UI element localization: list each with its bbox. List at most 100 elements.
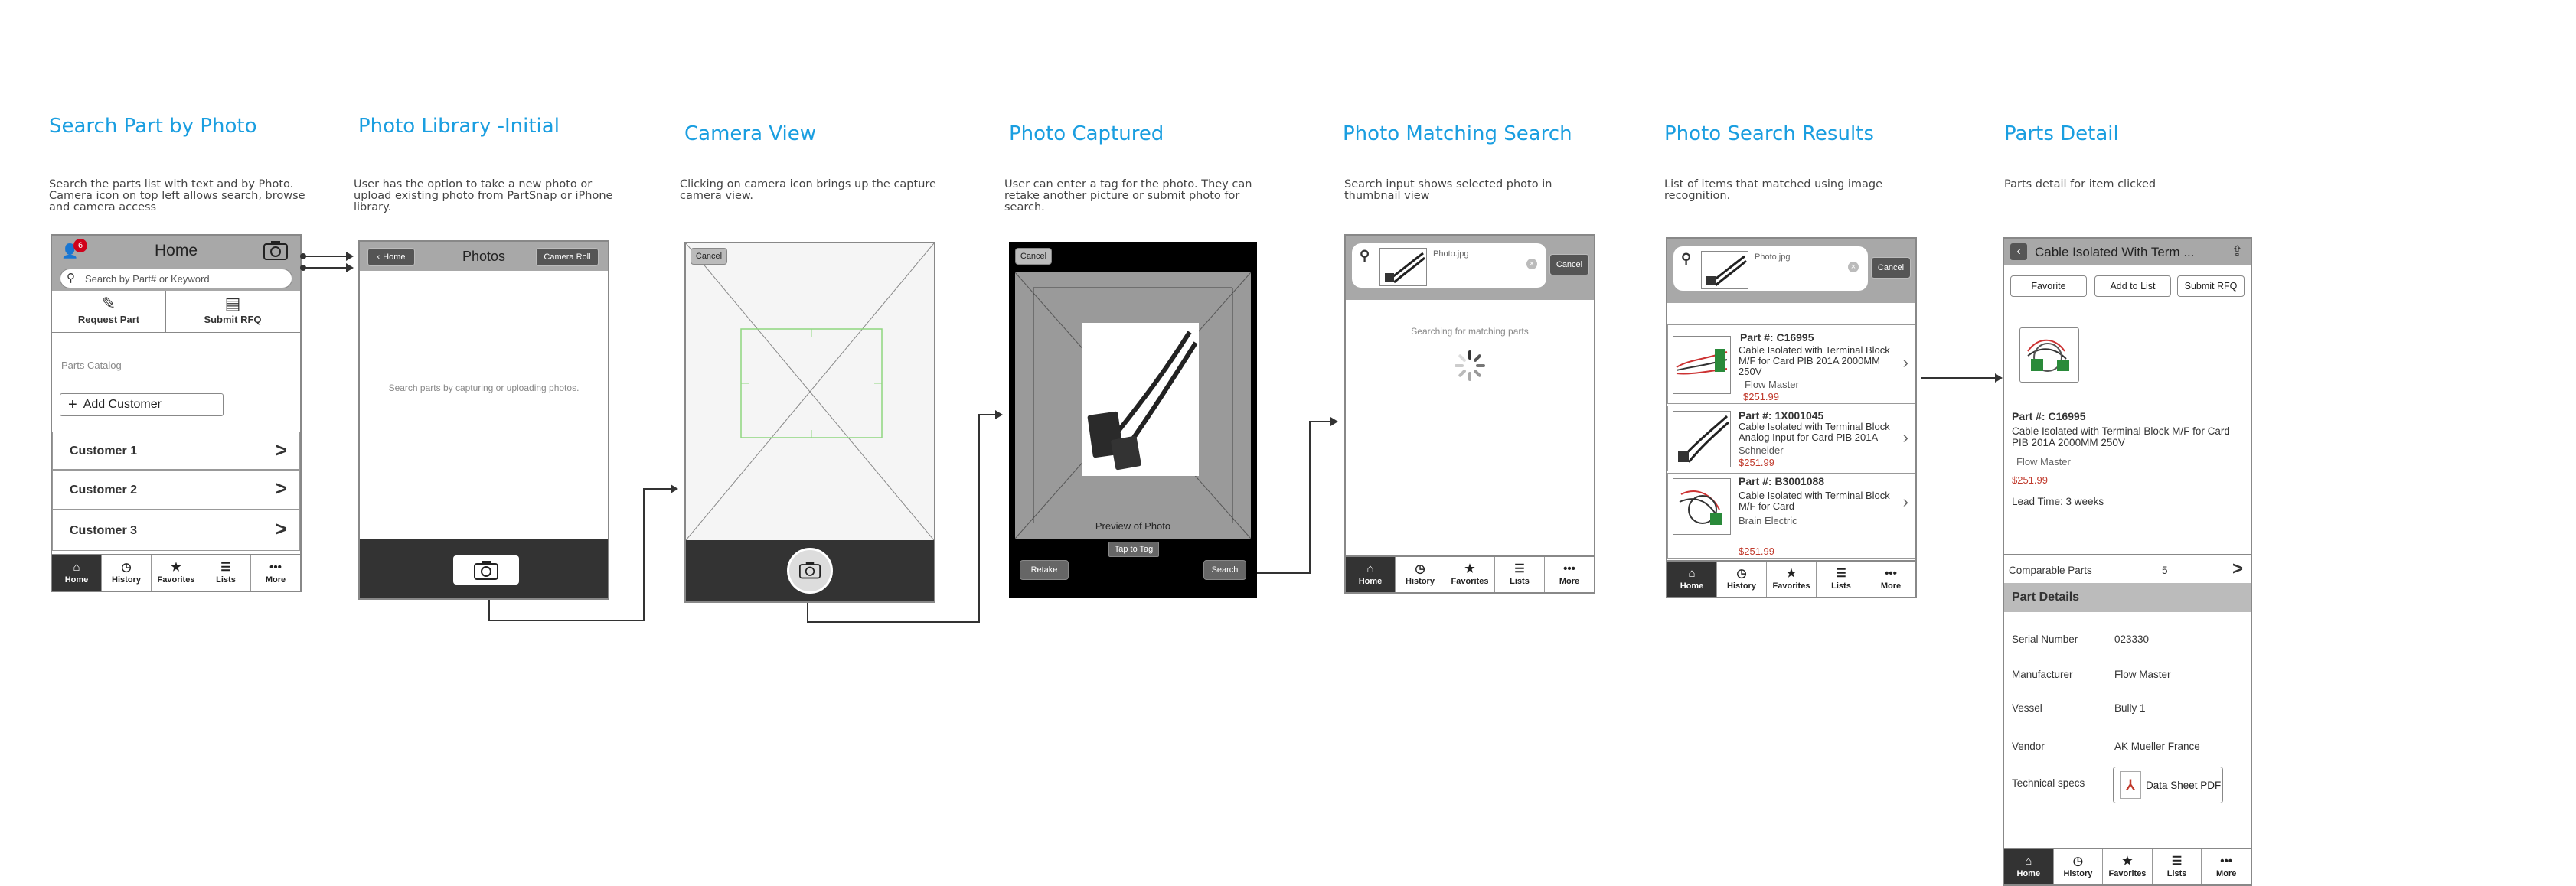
tab-home[interactable]: ⌂Home xyxy=(1667,562,1717,597)
pdf-icon: ⅄ xyxy=(2120,771,2141,799)
home-icon: ⌂ xyxy=(73,561,80,574)
tab-home[interactable]: ⌂Home xyxy=(1346,557,1396,592)
connector-line xyxy=(1257,572,1311,574)
more-icon: ••• xyxy=(2220,855,2233,868)
tab-history[interactable]: ◷History xyxy=(1717,562,1767,597)
parts-detail-screen: ‹ Cable Isolated With Term ... ⇪ Favorit… xyxy=(2003,237,2252,886)
add-customer-button[interactable]: + Add Customer xyxy=(60,393,224,416)
cancel-button[interactable]: Cancel xyxy=(1015,248,1052,265)
chevron-right-icon: > xyxy=(275,438,287,461)
search-button[interactable]: Search xyxy=(1203,560,1246,580)
field-label: Vendor xyxy=(2012,741,2045,752)
field-label: Vessel xyxy=(2012,702,2042,714)
tab-lists[interactable]: ☰Lists xyxy=(2153,849,2202,884)
back-button[interactable]: ‹ xyxy=(2010,243,2027,260)
tab-history[interactable]: ◷History xyxy=(102,555,152,591)
shutter-button[interactable] xyxy=(787,548,833,594)
customer-row[interactable]: Customer 3 > xyxy=(52,510,300,551)
tab-favorites[interactable]: ★ Favorites xyxy=(1445,557,1495,592)
clock-icon: ◷ xyxy=(121,561,132,574)
screen-description: User has the option to take a new photo … xyxy=(354,178,613,213)
customer-name: Customer 3 xyxy=(70,524,138,537)
tab-history[interactable]: ◷History xyxy=(2054,849,2104,884)
favorite-button[interactable]: Favorite xyxy=(2010,275,2087,297)
photo-library-screen: ‹Home Photos Camera Roll Search parts by… xyxy=(358,240,609,600)
customer-row[interactable]: Customer 1 > xyxy=(52,432,300,470)
tab-lists[interactable]: ☰Lists xyxy=(201,555,251,591)
tab-home[interactable]: ⌂Home xyxy=(2004,849,2054,884)
add-customer-label: Add Customer xyxy=(83,398,162,411)
photo-search-input[interactable]: ⚲ Photo.jpg × xyxy=(1352,243,1546,288)
camera-roll-button[interactable]: Camera Roll xyxy=(536,248,599,266)
camera-icon xyxy=(474,561,498,580)
cancel-button[interactable]: Cancel xyxy=(1871,257,1911,279)
comparable-parts-label: Comparable Parts xyxy=(2009,565,2092,576)
screen-title: Photo Search Results xyxy=(1664,122,1874,145)
cancel-button[interactable]: Cancel xyxy=(691,248,727,265)
parts-catalog-label[interactable]: Parts Catalog xyxy=(61,360,122,371)
preview-area: Preview of Photo xyxy=(1015,272,1251,539)
tab-history[interactable]: ◷History xyxy=(1396,557,1445,592)
result-item[interactable]: Part #: C16995 Cable Isolated with Termi… xyxy=(1667,324,1915,404)
tab-favorites[interactable]: ★Favorites xyxy=(1767,562,1817,597)
field-value: Flow Master xyxy=(2114,669,2171,680)
photo-search-input[interactable]: ⚲ Photo.jpg × xyxy=(1673,246,1868,291)
matching-header: ⚲ Photo.jpg × Cancel xyxy=(1346,236,1594,300)
comparable-parts-row[interactable]: Comparable Parts 5 > xyxy=(2004,554,2251,585)
screen-description: Search input shows selected photo in thu… xyxy=(1344,178,1552,202)
clear-icon[interactable]: × xyxy=(1526,259,1537,269)
photo-thumbnail xyxy=(1379,248,1427,286)
field-value: AK Mueller France xyxy=(2114,741,2200,752)
list-icon: ☰ xyxy=(1514,562,1525,575)
tab-more[interactable]: •••More xyxy=(251,555,300,591)
tab-label: Favorites xyxy=(1451,577,1489,586)
back-home-button[interactable]: ‹Home xyxy=(367,248,415,266)
part-description: Cable Isolated with Terminal Block Analo… xyxy=(1739,421,1890,443)
screen-title: Camera View xyxy=(684,122,816,145)
tab-lists[interactable]: ☰Lists xyxy=(1817,562,1866,597)
add-to-list-button[interactable]: Add to List xyxy=(2094,275,2171,297)
connector-line xyxy=(1309,421,1311,574)
share-icon[interactable]: ⇪ xyxy=(2231,243,2243,259)
tab-more[interactable]: •••More xyxy=(2202,849,2251,884)
search-icon: ⚲ xyxy=(1360,248,1370,263)
part-details-header: Part Details xyxy=(2004,583,2251,612)
star-icon: ★ xyxy=(1464,562,1475,575)
retake-button[interactable]: Retake xyxy=(1020,560,1069,580)
tab-label: More xyxy=(265,575,286,585)
camera-icon[interactable] xyxy=(263,240,288,260)
clear-icon[interactable]: × xyxy=(1848,262,1859,272)
connector-line xyxy=(978,414,980,623)
result-item[interactable]: Part #: 1X001045 Cable Isolated with Ter… xyxy=(1667,406,1915,471)
connector-line xyxy=(1921,377,1996,379)
connector-arrow xyxy=(1330,417,1338,426)
camera-button[interactable] xyxy=(453,555,519,585)
tap-to-tag-button[interactable]: Tap to Tag xyxy=(1108,542,1159,557)
screen-title: Photo Captured xyxy=(1009,122,1164,145)
submit-rfq-button[interactable]: ▤ Submit RFQ xyxy=(165,291,300,333)
tab-more[interactable]: •••More xyxy=(1866,562,1915,597)
connector-line xyxy=(1309,421,1330,422)
tab-lists[interactable]: ☰Lists xyxy=(1495,557,1545,592)
chevron-right-icon: › xyxy=(1902,428,1908,447)
tab-label: History xyxy=(112,575,141,585)
search-input[interactable]: ⚲ Search by Part# or Keyword xyxy=(60,269,292,288)
cancel-button[interactable]: Cancel xyxy=(1549,254,1589,275)
result-item[interactable]: Part #: B3001088 Cable Isolated with Ter… xyxy=(1667,473,1915,559)
tab-label: Home xyxy=(64,575,89,585)
datasheet-pdf-button[interactable]: ⅄ Data Sheet PDF xyxy=(2113,767,2223,803)
tab-home[interactable]: ⌂Home xyxy=(52,555,102,591)
screen-title: Search Part by Photo xyxy=(49,115,257,138)
result-thumbnail xyxy=(1673,478,1731,535)
customer-row[interactable]: Customer 2 > xyxy=(52,470,300,510)
tab-favorites[interactable]: ★Favorites xyxy=(2103,849,2153,884)
part-price: $251.99 xyxy=(1739,457,1774,468)
submit-rfq-button[interactable]: Submit RFQ xyxy=(2177,275,2245,297)
part-description: Cable Isolated with Terminal Block M/F f… xyxy=(1739,490,1890,512)
tab-favorites[interactable]: ★Favorites xyxy=(152,555,201,591)
part-vendor: Flow Master xyxy=(1745,379,1799,390)
chevron-left-icon: ‹ xyxy=(377,252,380,262)
request-part-button[interactable]: ✎ Request Part xyxy=(52,291,166,333)
tab-label: Home xyxy=(1680,581,1704,591)
tab-more[interactable]: •••More xyxy=(1545,557,1594,592)
